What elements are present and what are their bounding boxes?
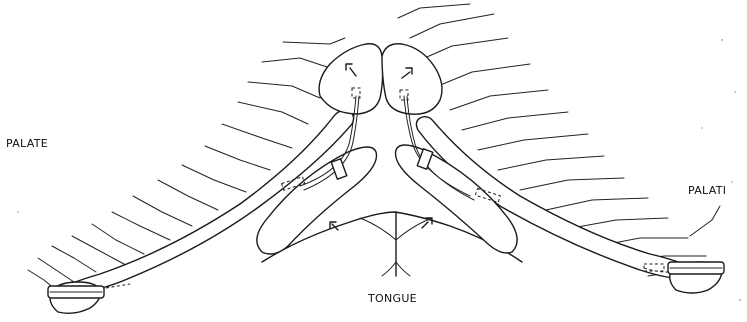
- palate-label-left: PALATE: [6, 137, 48, 150]
- palate-label-right: PALATI: [688, 184, 726, 197]
- left-incisor-block: [319, 44, 383, 114]
- tongue-label: TONGUE: [368, 292, 417, 305]
- left-molar-band: [48, 282, 130, 313]
- orthodontic-wires: [100, 88, 668, 290]
- left-inner-element: [257, 147, 377, 254]
